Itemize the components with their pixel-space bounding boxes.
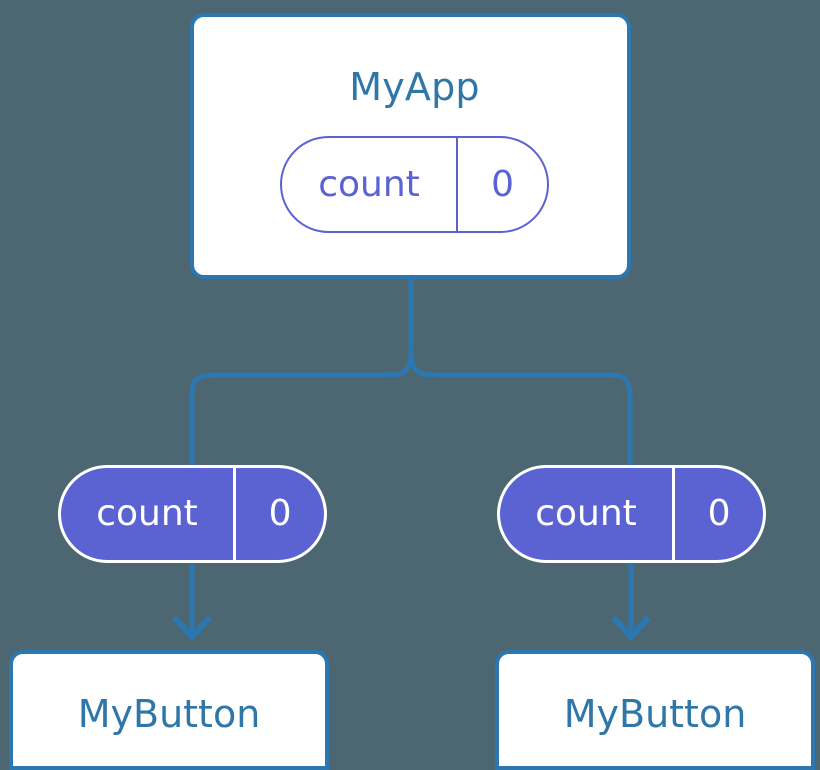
component-card-mybutton-right[interactable]: MyButton: [495, 650, 815, 770]
state-pill-value: 0: [456, 138, 547, 231]
page-title: MyApp: [349, 65, 480, 109]
state-pill-value: 0: [233, 468, 324, 560]
state-pill-value: 0: [672, 468, 763, 560]
state-node-right[interactable]: count 0: [497, 465, 766, 563]
arrow-head-right-icon: [612, 616, 650, 640]
component-label: MyButton: [77, 692, 261, 736]
arrow-head-left-icon: [173, 616, 211, 640]
component-card-mybutton-left[interactable]: MyButton: [9, 650, 329, 770]
fork-right-curve: [408, 347, 633, 468]
fork-left-curve: [189, 347, 414, 468]
state-node-left[interactable]: count 0: [58, 465, 327, 563]
component-label: MyButton: [563, 692, 747, 736]
state-pill-key: count: [535, 493, 637, 534]
component-card-myapp[interactable]: MyApp count 0: [190, 13, 631, 279]
state-pill-key: count: [318, 163, 420, 205]
state-pill-myapp[interactable]: count 0: [280, 136, 549, 233]
state-pill-key: count: [96, 493, 198, 534]
